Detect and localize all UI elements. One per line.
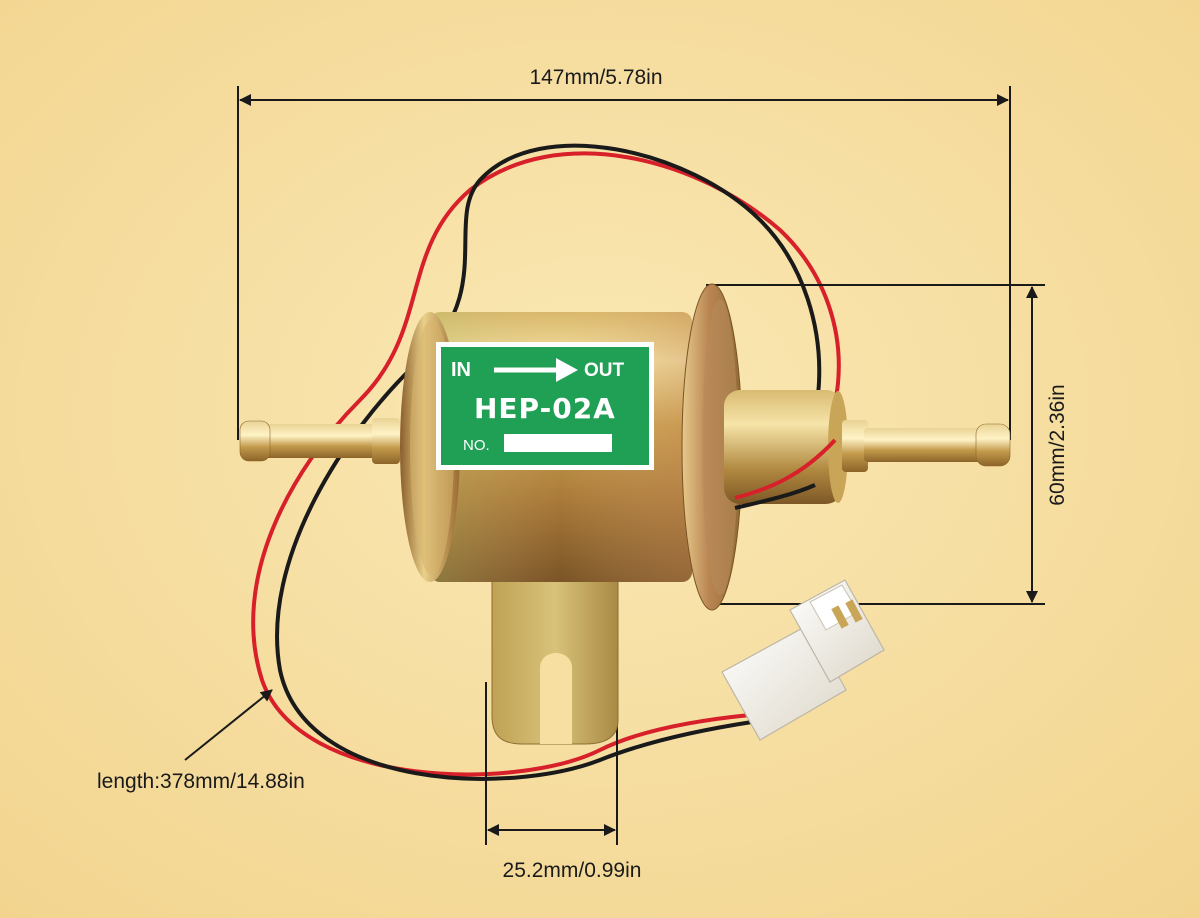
height-text: 60mm/2.36in [1046,384,1069,505]
wire-length-pointer [184,689,273,761]
label-model-text: HEP-02A [474,392,616,425]
flow-arrow-icon [494,358,578,382]
wire-connector [721,579,885,741]
outlet-boss [724,390,848,504]
dimension-lines [184,86,1045,845]
wire-red [251,151,841,777]
wire-length-text: length:378mm/14.88in [97,770,305,793]
inlet-pipe [239,418,400,464]
label-number-field [504,434,612,452]
bracket-slot [540,653,572,744]
outlet-pipe [842,420,1011,472]
bracket-width-text: 25.2mm/0.99in [503,859,642,882]
label-inlet-text: IN [451,359,471,381]
label-number-prefix: NO. [463,437,490,454]
label-outlet-text: OUT [584,360,625,381]
mounting-bracket [491,574,619,745]
wire-front-segment [734,438,837,510]
product-label: IN OUT HEP-02A NO. [436,342,654,470]
total-length-text: 147mm/5.78in [529,66,662,89]
pump-flange [681,283,743,611]
